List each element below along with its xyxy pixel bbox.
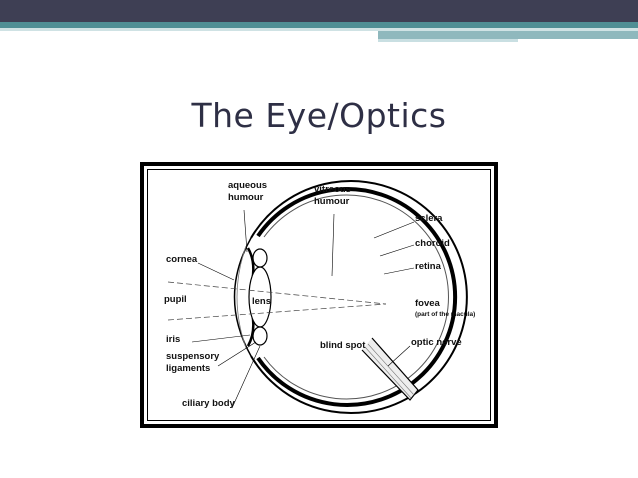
slide-title: The Eye/Optics <box>191 96 447 135</box>
ciliary-body-bottom <box>252 326 268 346</box>
label-fovea-note: (part of the macula) <box>415 311 476 318</box>
header-bar <box>0 0 638 22</box>
label-blind-spot: blind spot <box>320 340 366 351</box>
header-right-accent <box>378 31 638 39</box>
label-iris: iris <box>166 334 181 345</box>
label-fovea: fovea <box>415 298 440 309</box>
optical-axis-lower <box>167 303 387 321</box>
label-lens: lens <box>252 296 272 307</box>
eye-cross-section <box>167 180 468 414</box>
header-right-accent-thin <box>378 39 518 42</box>
header-light-stripe <box>0 28 638 31</box>
label-sclera: sclera <box>415 213 443 224</box>
label-choroid: choroid <box>415 238 450 249</box>
retina-shape <box>263 194 449 400</box>
label-suspensory-ligaments: suspensory ligaments <box>166 351 220 374</box>
optical-axis-upper <box>167 281 387 305</box>
label-optic-nerve: optic nerve <box>411 337 462 348</box>
sclera-shape <box>250 180 468 414</box>
label-retina: retina <box>415 261 441 272</box>
eye-diagram: aqueous humour vitreous humour sclera ch… <box>147 169 491 421</box>
label-ciliary-body: ciliary body <box>182 398 235 409</box>
ciliary-body-top <box>252 248 268 268</box>
header-accent-stripe <box>0 22 638 28</box>
label-cornea: cornea <box>166 254 198 265</box>
label-aqueous-humour: aqueous humour <box>228 180 268 203</box>
choroid-shape <box>256 187 458 407</box>
diagram-frame: aqueous humour vitreous humour sclera ch… <box>140 162 498 428</box>
optic-nerve-shape <box>361 337 419 401</box>
label-pupil: pupil <box>164 294 187 305</box>
label-vitreous-humour: vitreous humour <box>314 184 351 207</box>
